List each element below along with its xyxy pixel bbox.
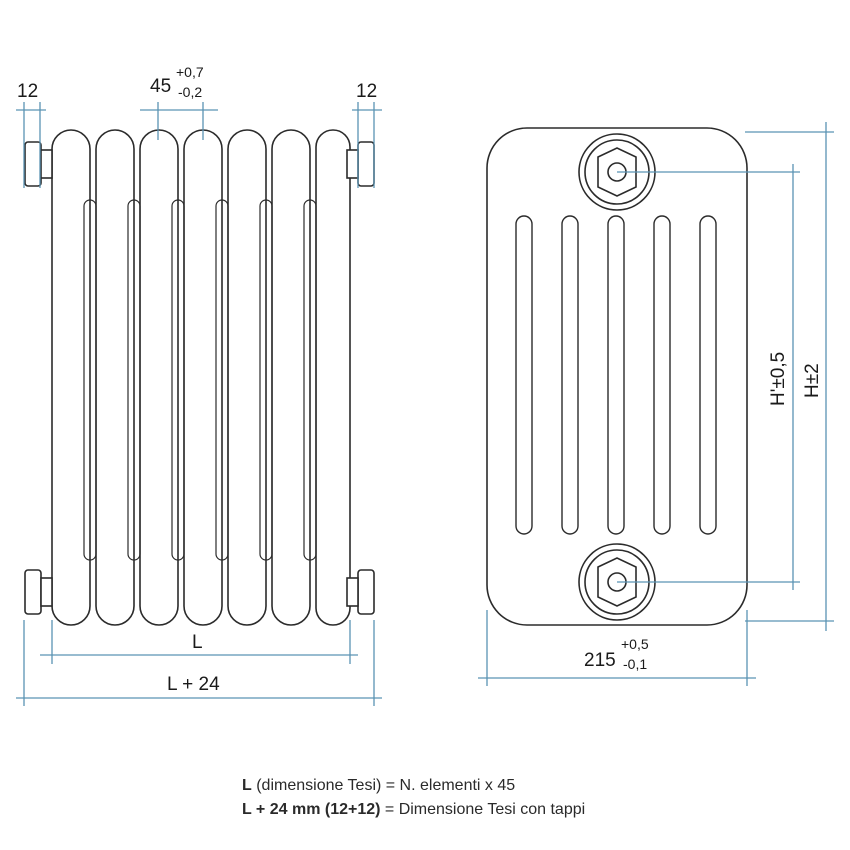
legend-length-with-caps-description: = Dimensione Tesi con tappi (380, 801, 586, 818)
radiator-columns (51, 129, 351, 626)
left-connector-width-label: 12 (17, 81, 38, 102)
plug-right-top (357, 141, 375, 187)
element-pitch-tol-minus: -0,2 (178, 84, 202, 100)
depth-label: 215 (584, 650, 616, 671)
length-with-caps-label: L + 24 (167, 674, 220, 695)
total-height-label: H±2 (802, 363, 823, 398)
radiator-front-view (24, 129, 375, 626)
length-label: L (192, 632, 203, 653)
legend-length-formula: L (dimensione Tesi) = N. elementi x 45 (242, 777, 515, 795)
legend-length-with-caps-symbol: L + 24 mm (12+12) (242, 801, 381, 818)
side-view-slots (515, 215, 717, 535)
plug-right-bottom (357, 569, 375, 615)
side-view-dimensions (478, 122, 834, 686)
depth-tol-minus: -0,1 (623, 656, 647, 672)
legend-length-description: (dimensione Tesi) = N. elementi x 45 (251, 777, 516, 794)
front-view-dimensions (16, 102, 382, 706)
plug-left-bottom (24, 569, 42, 615)
radiator-side-view (486, 127, 748, 626)
legend-length-symbol: L (242, 777, 252, 794)
legend-length-with-caps-formula: L + 24 mm (12+12) = Dimensione Tesi con … (242, 801, 585, 819)
plug-left-top (24, 141, 42, 187)
depth-tol-plus: +0,5 (621, 636, 649, 652)
right-connector-width-label: 12 (356, 81, 377, 102)
radiator-column-slots (83, 199, 317, 561)
connection-height-label: H'±0,5 (768, 352, 789, 406)
radiator-column (315, 129, 351, 626)
end-cap-plugs (24, 141, 375, 615)
element-pitch-label: 45 (150, 76, 171, 97)
radiator-column (51, 129, 91, 626)
element-pitch-tol-plus: +0,7 (176, 64, 204, 80)
